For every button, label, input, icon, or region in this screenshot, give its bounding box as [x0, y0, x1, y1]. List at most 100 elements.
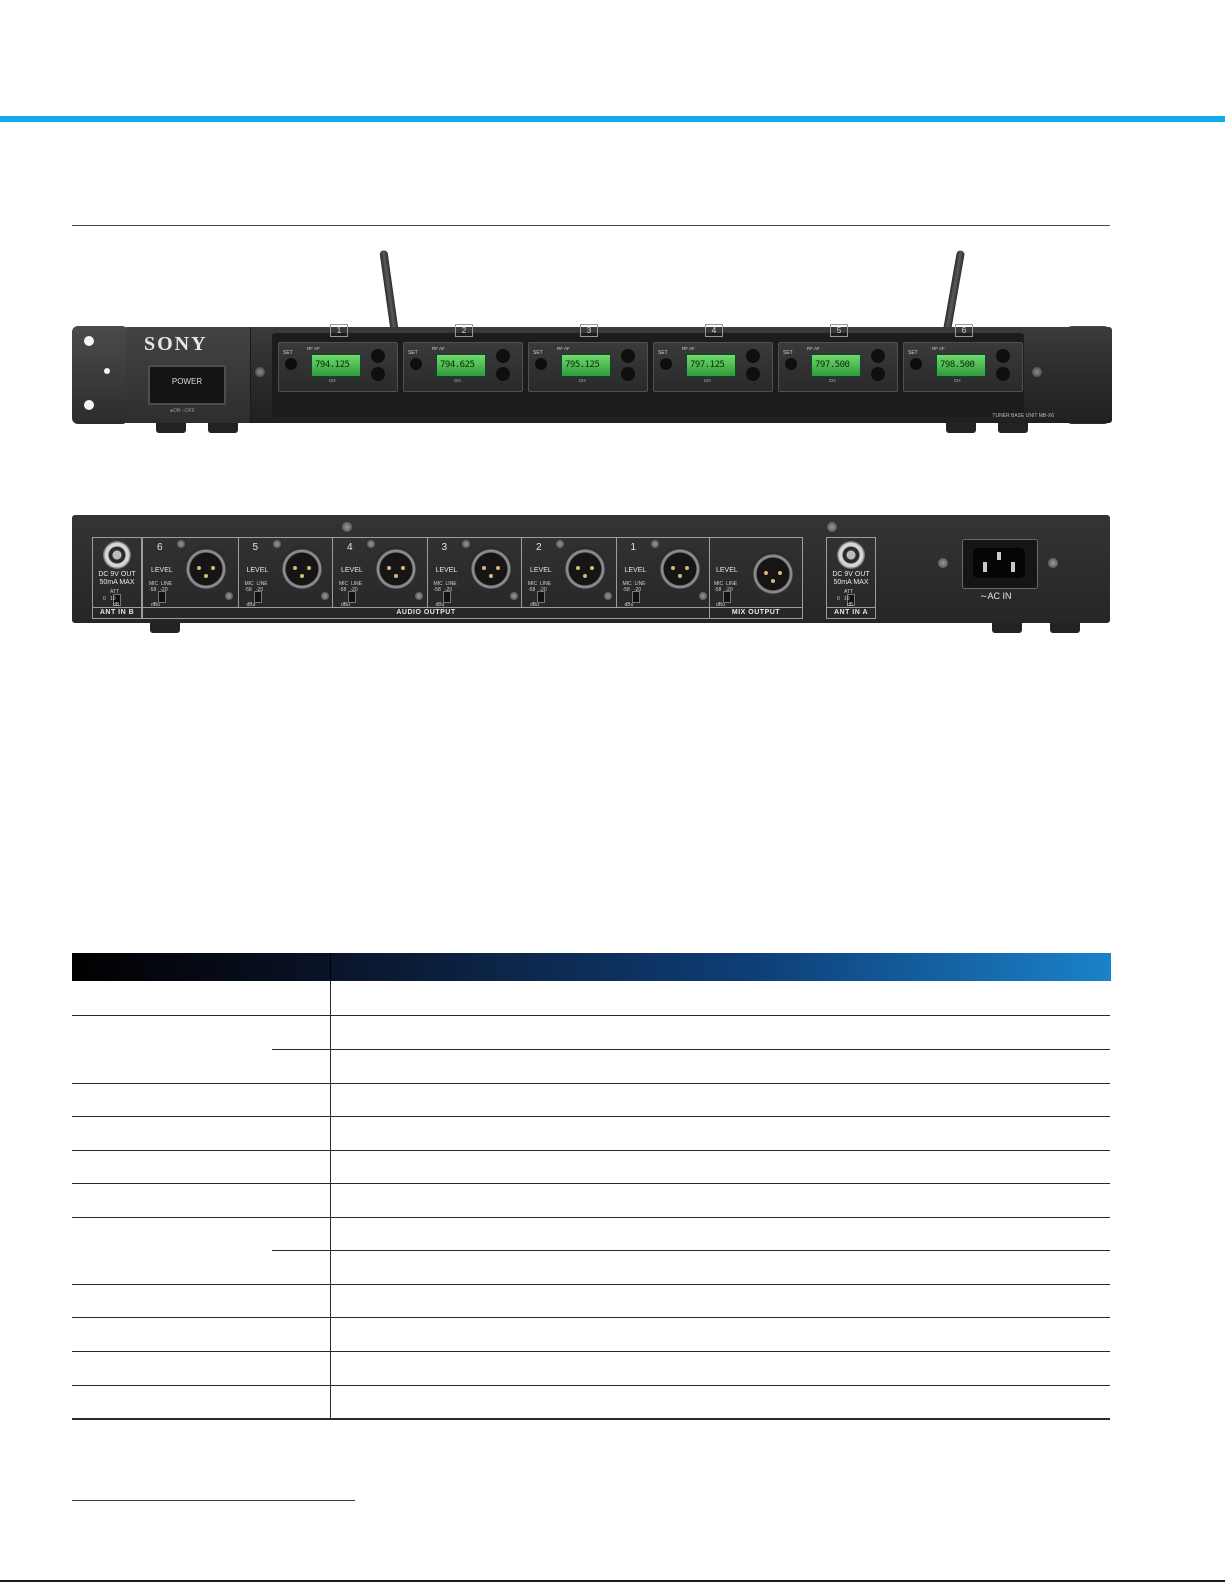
up-button [746, 349, 760, 363]
up-button [996, 349, 1010, 363]
footer-rule [0, 1580, 1225, 1582]
level-label: LEVEL [246, 567, 269, 574]
table-header [72, 953, 1111, 981]
table-row-divider [72, 1385, 1110, 1386]
mic-line-switch [631, 591, 640, 603]
bnc-connector-a [837, 541, 865, 569]
screw-icon [272, 540, 281, 548]
mic-line-switch [723, 591, 731, 603]
xlr-connector [183, 546, 229, 592]
audio-output-label: AUDIO OUTPUT [143, 607, 709, 618]
ant-in-a-label: ANT IN A [827, 607, 875, 618]
down-button [371, 367, 385, 381]
rear-panel-image: DC 9V OUT 50mA MAX ATT 0 10 dB ANT IN B … [72, 515, 1112, 640]
channel-number: 2 [536, 542, 542, 553]
table-row-divider [72, 1217, 1110, 1218]
table-column-divider [330, 981, 331, 1418]
bnc-connector-b [103, 541, 131, 569]
table-row-divider [272, 1049, 1110, 1050]
set-button [285, 358, 297, 370]
set-label: SET [783, 350, 793, 356]
mic-line-label: MIC LINE -58 -20 [339, 581, 363, 593]
foot [998, 423, 1028, 433]
dc-out-label-b: DC 9V OUT 50mA MAX [98, 571, 136, 586]
set-button [785, 358, 797, 370]
antenna-right [942, 249, 966, 333]
lcd-readout: 794.125 [315, 360, 350, 370]
lcd-readout: 794.625 [440, 360, 475, 370]
screw-icon [320, 592, 329, 600]
footnote-divider [72, 1500, 355, 1501]
lcd-readout: 795.125 [565, 360, 600, 370]
down-button [871, 367, 885, 381]
mix-output-label: MIX OUTPUT [710, 607, 802, 618]
rf-af-label: RF AF [932, 346, 945, 351]
table-row-divider [72, 1116, 1110, 1117]
rf-af-label: RF AF [557, 346, 570, 351]
db-label: dB [113, 602, 120, 608]
lcd-readout: 798.500 [940, 360, 975, 370]
mic-line-switch [442, 591, 451, 603]
set-button [410, 358, 422, 370]
screw-icon [415, 592, 423, 600]
slot-number: 4 [705, 324, 723, 337]
ant-in-b-label: ANT IN B [93, 607, 141, 618]
xlr-connector [278, 546, 325, 592]
ch-label: CH [454, 378, 461, 383]
mic-line-label: MIC LINE -58 -20 [528, 581, 552, 593]
model-label: TUNER BASE UNIT MB-X6 [992, 413, 1054, 419]
set-label: SET [283, 350, 293, 356]
lcd-display: 795.125 [561, 354, 611, 377]
dbu-label: dBu [246, 602, 256, 608]
sony-logo: SONY [144, 333, 208, 355]
table-row-divider [72, 1351, 1110, 1352]
set-label: SET [658, 350, 668, 356]
channel-number: 1 [630, 542, 637, 553]
screw-icon [255, 367, 265, 377]
screw-icon [1032, 367, 1042, 377]
up-button [621, 349, 635, 363]
rear-chassis: DC 9V OUT 50mA MAX ATT 0 10 dB ANT IN B … [72, 515, 1110, 623]
screw-icon [1048, 558, 1058, 568]
level-label: LEVEL [151, 567, 173, 574]
ch-label: CH [704, 378, 711, 383]
power-button: POWER [148, 365, 226, 405]
table-row-divider [272, 1250, 1110, 1251]
dbu-label: dBu [341, 602, 350, 608]
dc-out-label-a: DC 9V OUT 50mA MAX [832, 571, 870, 586]
ch-label: CH [579, 378, 586, 383]
db-label: dB [847, 602, 854, 608]
up-button [496, 349, 510, 363]
foot [208, 423, 238, 433]
down-button [621, 367, 635, 381]
section-divider [72, 225, 1110, 226]
channel-number: 3 [441, 542, 448, 553]
down-button [746, 367, 760, 381]
att-values: 0 10 [103, 596, 116, 602]
lcd-display: 797.125 [686, 354, 736, 377]
att-switch [847, 594, 855, 606]
xlr-connector [467, 546, 514, 592]
table-row-divider [72, 1015, 1110, 1016]
set-label: SET [908, 350, 918, 356]
level-label: LEVEL [530, 567, 552, 574]
ant-in-a-module: DC 9V OUT 50mA MAX ATT 0 10 dB ANT IN A [826, 537, 876, 619]
screw-icon [509, 592, 518, 600]
slot-number: 2 [455, 324, 473, 337]
xlr-connector [656, 546, 703, 592]
channel-number: 6 [157, 542, 163, 553]
mic-line-switch [537, 591, 545, 603]
ch-label: CH [954, 378, 961, 383]
screw-icon [177, 540, 185, 548]
rf-af-label: RF AF [307, 346, 320, 351]
ac-in-label: ∼AC IN [980, 591, 1012, 601]
channel-number: 5 [252, 542, 259, 553]
header-accent-bar [0, 116, 1225, 122]
foot [992, 623, 1022, 633]
